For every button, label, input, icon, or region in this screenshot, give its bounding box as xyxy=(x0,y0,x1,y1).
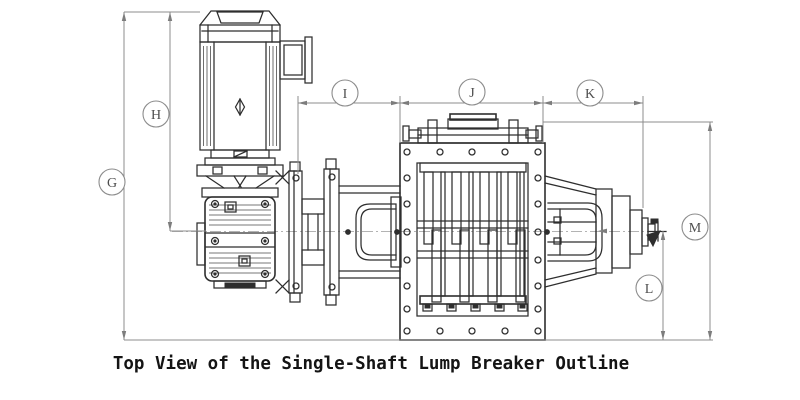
dim-L xyxy=(598,228,666,340)
dim-letter-K: K xyxy=(585,87,595,102)
motor-mount-rings xyxy=(204,149,276,166)
dim-letter-G: G xyxy=(107,176,117,191)
dim-H xyxy=(167,12,173,231)
dimension-layer: G H I J K L M xyxy=(98,11,713,341)
gearbox xyxy=(196,164,284,289)
mounting-flange xyxy=(323,158,340,306)
bearing-assembly xyxy=(544,175,667,288)
output-flange xyxy=(288,161,303,303)
gearbox-adapter-plate xyxy=(196,164,284,177)
dim-letter-I: I xyxy=(343,87,348,102)
dim-letter-J: J xyxy=(469,86,475,101)
fan-cover-ribs xyxy=(216,11,264,24)
drawing-caption: Top View of the Single-Shaft Lump Breake… xyxy=(113,354,629,374)
coupling-section xyxy=(275,158,402,306)
shaft-end xyxy=(611,195,667,269)
dim-letter-L: L xyxy=(645,282,654,297)
flange-bolt-holes xyxy=(403,148,542,335)
dim-letter-M: M xyxy=(689,221,702,236)
motor xyxy=(199,10,313,166)
extension-lines xyxy=(124,11,713,341)
dim-label-I: I xyxy=(331,79,359,107)
dim-label-L: L xyxy=(635,274,663,302)
inlet-top-rail xyxy=(402,113,543,144)
dim-letter-H: H xyxy=(151,108,161,123)
motor-fan-cover xyxy=(199,10,281,43)
dim-label-K: K xyxy=(576,79,604,107)
dim-M xyxy=(707,122,713,340)
dim-label-M: M xyxy=(681,213,709,241)
dim-label-J: J xyxy=(458,78,486,106)
gearbox-body xyxy=(204,196,276,282)
dim-label-H: H xyxy=(142,100,170,128)
breaker-housing xyxy=(399,113,546,341)
drive-housing xyxy=(338,185,402,279)
motor-body xyxy=(199,41,281,151)
comb-bolts xyxy=(422,303,528,312)
motor-junction-box xyxy=(279,36,313,84)
lifting-eye-icon xyxy=(234,97,246,117)
gearbox-side-cover xyxy=(196,222,206,266)
bearing-capsule xyxy=(355,203,397,261)
shaft-sleeve xyxy=(301,198,325,266)
dim-label-G: G xyxy=(98,168,126,196)
rotor-blades xyxy=(417,162,529,312)
